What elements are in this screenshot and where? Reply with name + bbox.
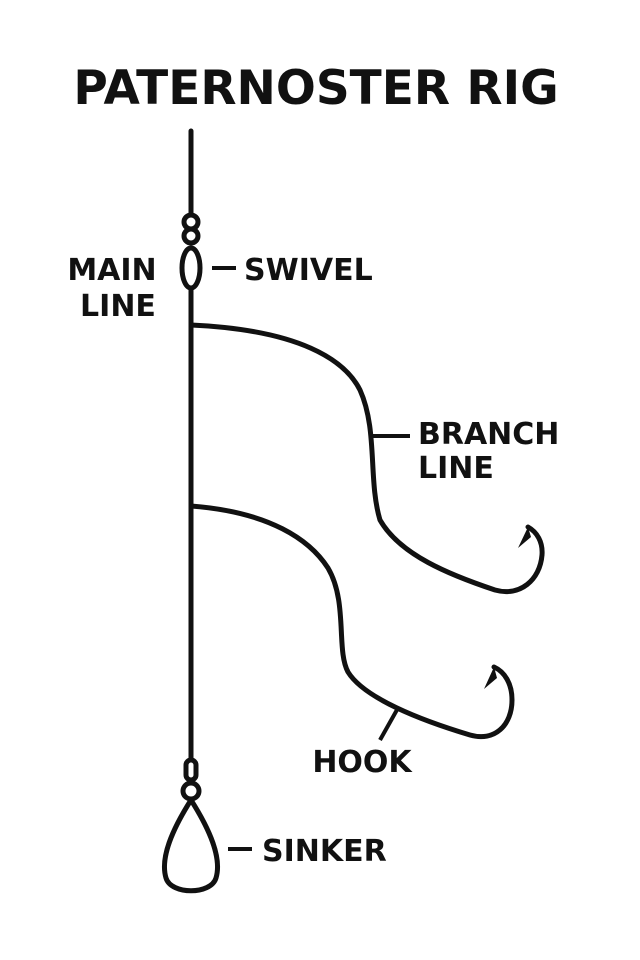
swivel-body bbox=[179, 245, 203, 291]
hook-leader bbox=[378, 707, 400, 741]
swivel-ring-middle bbox=[181, 226, 201, 246]
sinker-ring bbox=[180, 780, 202, 802]
label-hook: HOOK bbox=[312, 745, 413, 780]
hook-barb-upper bbox=[518, 527, 531, 548]
diagram-title: PATERNOSTER RIG bbox=[73, 61, 558, 116]
hook-barb-lower bbox=[484, 667, 497, 689]
label-swivel: SWIVEL bbox=[244, 253, 373, 288]
swivel bbox=[179, 212, 203, 291]
label-main-line-2: LINE bbox=[80, 289, 156, 324]
branch-line-lower bbox=[188, 503, 515, 739]
sinker-link bbox=[183, 757, 199, 783]
sinker-swivel bbox=[180, 757, 202, 802]
label-branch-line-1: BRANCH bbox=[418, 417, 559, 452]
sinker bbox=[161, 797, 221, 894]
label-sinker: SINKER bbox=[262, 834, 387, 869]
branch-line-upper bbox=[188, 322, 545, 594]
label-main-line-1: MAIN bbox=[67, 253, 156, 288]
label-branch-line-2: LINE bbox=[418, 451, 494, 486]
